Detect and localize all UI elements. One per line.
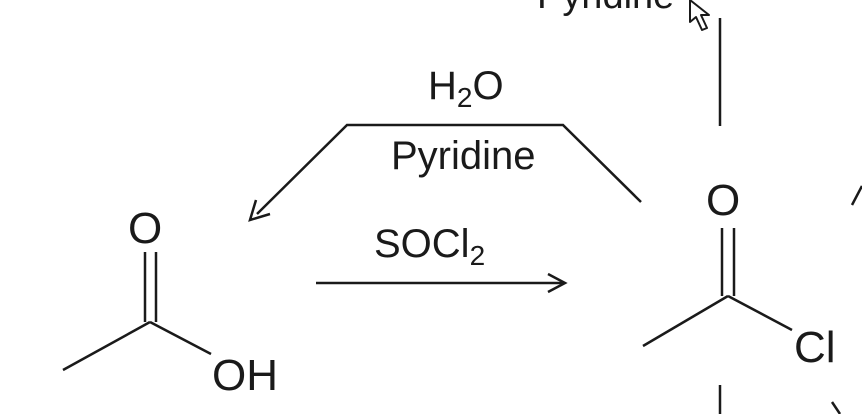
hydrolysis-arrow bbox=[256, 123, 642, 215]
water-reagent-label: H2O bbox=[428, 64, 504, 113]
hydrolysis-arrowhead bbox=[248, 199, 271, 222]
chlorine-atom: Cl bbox=[794, 323, 836, 372]
top-reagent-label: Pyridine bbox=[537, 0, 674, 17]
acetic-acid-molecule: O OH bbox=[62, 204, 278, 400]
edge-bond-bottom-right bbox=[830, 401, 842, 415]
pyridine-reagent-label: Pyridine bbox=[391, 134, 536, 178]
socl2-reagent-label: SOCl2 bbox=[374, 222, 485, 271]
chlorination-arrowhead bbox=[547, 272, 568, 294]
acid-carbonyl-oxygen: O bbox=[128, 204, 162, 253]
acetyl-chloride-molecule: O Cl bbox=[642, 176, 836, 372]
mouse-pointer-icon bbox=[689, 0, 710, 31]
acid-hydroxyl-group: OH bbox=[212, 351, 278, 400]
chloride-carbonyl-oxygen: O bbox=[706, 176, 740, 225]
edge-bond-right-top bbox=[850, 185, 862, 206]
